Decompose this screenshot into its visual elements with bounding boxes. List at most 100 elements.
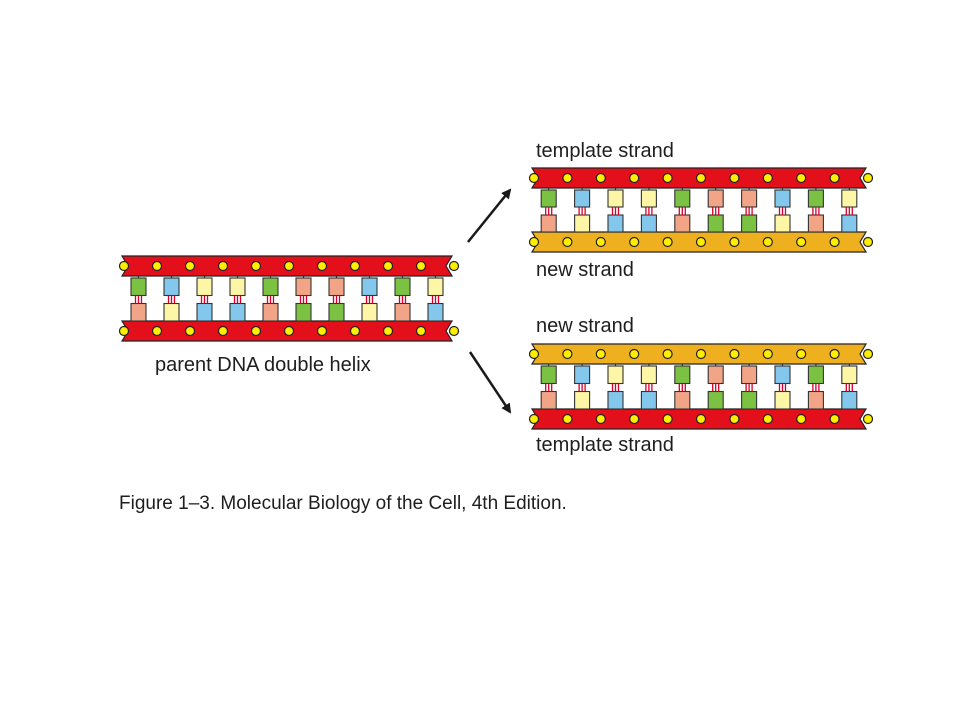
parent-strand-base-T [394, 302, 411, 322]
phosphate-icon [562, 413, 573, 425]
template-strand-base-A [674, 189, 691, 208]
phosphate-icon [528, 348, 540, 360]
phosphate-icon [862, 172, 874, 184]
template-strand-base-G [640, 189, 657, 208]
arrow-up-icon [467, 188, 512, 243]
parent-strand-base-T [130, 302, 147, 322]
arrow-down-icon [468, 351, 512, 414]
new-strand-base-C [640, 214, 657, 233]
parent-strand-base-A [394, 277, 411, 297]
parent-strand-base-G [196, 277, 213, 297]
parent-strand-base-C [196, 302, 213, 322]
new-strand-base-G [841, 365, 858, 385]
parent-strand-base-C [427, 302, 444, 322]
phosphate-icon [862, 413, 874, 425]
parent-strand-base-A [130, 277, 147, 297]
phosphate-icon [762, 236, 773, 248]
phosphate-icon [382, 325, 394, 337]
new-strand-base-A [540, 365, 557, 385]
phosphate-icon [448, 260, 460, 272]
new-strand-base-C [574, 365, 591, 385]
parent-strand-base-A [262, 277, 279, 297]
phosphate-icon [796, 236, 807, 248]
phosphate-icon [184, 260, 196, 272]
parent-strand-base-G [163, 302, 180, 322]
new-strand-base-A [741, 214, 758, 233]
template-strand-base-A [540, 189, 557, 208]
phosphate-icon [595, 172, 606, 184]
phosphate-icon [862, 348, 874, 360]
phosphate-icon [629, 413, 640, 425]
template-strand-base-A [741, 390, 758, 410]
new-strand-base-T [807, 214, 824, 233]
phosphate-icon [862, 236, 874, 248]
phosphate-icon [349, 260, 361, 272]
parent-strand-base-T [262, 302, 279, 322]
parent-strand-base-C [361, 277, 378, 297]
phosphate-icon [695, 172, 707, 184]
label-template-strand-top: template strand [536, 140, 674, 162]
template-strand-base-A [807, 189, 824, 208]
phosphate-icon [316, 325, 328, 337]
new-strand-base-G [574, 214, 591, 233]
phosphate-icon [762, 348, 773, 360]
phosphate-icon [595, 348, 606, 360]
template-strand-base-C [774, 189, 791, 208]
phosphate-icon [729, 348, 740, 360]
phosphate-icon [662, 236, 673, 248]
phosphate-icon [662, 413, 673, 425]
phosphate-icon [217, 325, 229, 337]
phosphate-icon [595, 236, 606, 248]
phosphate-icon [528, 172, 540, 184]
parent-strand-base-A [328, 302, 345, 322]
parent-dna-helix [118, 255, 460, 342]
label-new-strand-top: new strand [536, 259, 634, 281]
template-strand-base-A [707, 390, 724, 410]
template-strand-base-T [674, 390, 691, 410]
phosphate-icon [528, 413, 540, 425]
parent-strand-base-G [229, 277, 246, 297]
phosphate-icon [151, 260, 163, 272]
parent-strand-base-G [361, 302, 378, 322]
template-strand-base-G [841, 189, 858, 208]
phosphate-icon [595, 413, 606, 425]
new-strand-base-G [774, 214, 791, 233]
new-strand-base-T [741, 365, 758, 385]
phosphate-icon [562, 236, 573, 248]
template-strand-base-C [607, 390, 624, 410]
new-strand-base-C [841, 214, 858, 233]
phosphate-icon [829, 236, 840, 248]
new-strand-base-G [607, 365, 624, 385]
label-new-strand-bottom: new strand [536, 315, 634, 337]
phosphate-icon [382, 260, 394, 272]
phosphate-icon [796, 413, 807, 425]
phosphate-icon [448, 325, 460, 337]
template-strand-base-T [707, 189, 724, 208]
parent-strand-base-C [163, 277, 180, 297]
label-parent-helix: parent DNA double helix [155, 354, 371, 376]
parent-strand-base-G [427, 277, 444, 297]
phosphate-icon [118, 260, 130, 272]
new-strand-base-A [674, 365, 691, 385]
phosphate-icon [151, 325, 163, 337]
parent-strand-base-C [229, 302, 246, 322]
phosphate-icon [729, 172, 740, 184]
template-strand-base-G [574, 390, 591, 410]
daughter-helix-bottom [528, 343, 874, 430]
phosphate-icon [762, 413, 773, 425]
phosphate-icon [629, 172, 640, 184]
new-strand-base-T [707, 365, 724, 385]
phosphate-icon [695, 413, 707, 425]
phosphate-icon [562, 172, 573, 184]
template-strand-base-C [640, 390, 657, 410]
template-strand-base-G [607, 189, 624, 208]
phosphate-icon [629, 236, 640, 248]
phosphate-icon [250, 260, 262, 272]
phosphate-icon [729, 236, 740, 248]
new-strand-base-A [807, 365, 824, 385]
phosphate-icon [316, 260, 328, 272]
template-strand-base-C [574, 189, 591, 208]
phosphate-icon [695, 348, 707, 360]
